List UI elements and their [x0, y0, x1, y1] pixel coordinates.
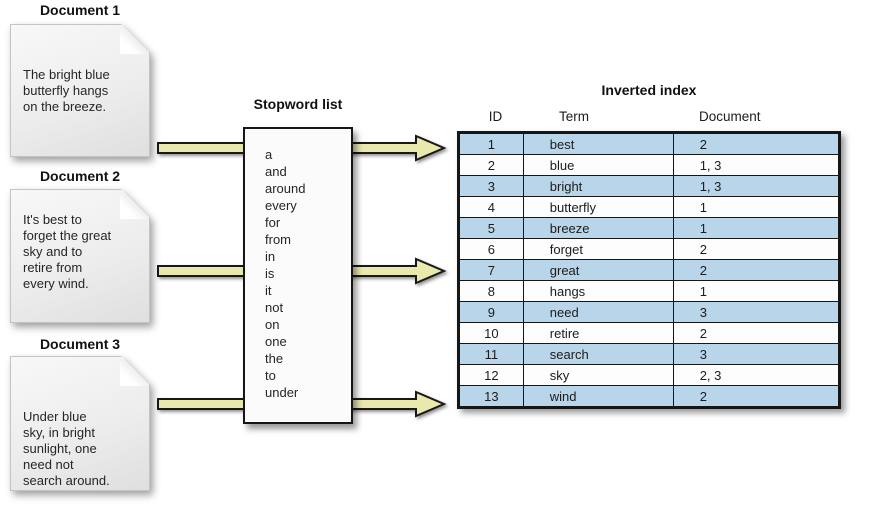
row-document: 2	[672, 259, 841, 281]
row-term: search	[522, 343, 674, 365]
row-term: forget	[522, 238, 674, 260]
stopword: in	[265, 249, 276, 264]
row-id: 11	[458, 343, 524, 365]
row-document: 1	[672, 196, 841, 218]
stopword: one	[265, 334, 287, 349]
document-3-text: Under blue sky, in bright sunlight, one …	[23, 409, 110, 488]
row-document: 2	[672, 132, 841, 155]
stopword-list-box: a and around every for from in is it not on one the t…	[243, 127, 353, 424]
stopword: not	[265, 300, 284, 315]
page-fold-corner-icon	[120, 25, 149, 54]
row-id: 9	[458, 301, 524, 323]
row-id: 8	[458, 280, 524, 302]
stopword: to	[265, 368, 276, 383]
row-term: butterfly	[522, 196, 674, 218]
document-2-page: It's best to forget the great sky and to…	[10, 189, 150, 323]
row-id: 13	[458, 385, 524, 408]
row-term: retire	[522, 322, 674, 344]
row-id: 1	[458, 132, 524, 155]
stopword: it	[265, 283, 272, 298]
stopword: is	[265, 266, 275, 281]
stopword: from	[265, 232, 291, 247]
row-id: 6	[458, 238, 524, 260]
row-id: 10	[458, 322, 524, 344]
stopword: around	[265, 181, 306, 196]
stopword: every	[265, 198, 297, 213]
row-document: 2	[672, 238, 841, 260]
row-document: 2, 3	[672, 364, 841, 386]
row-id: 2	[458, 154, 524, 176]
row-document: 2	[672, 385, 841, 408]
row-term: need	[522, 301, 674, 323]
page-icon: It's best to forget the great sky and to…	[10, 189, 150, 323]
row-term: great	[522, 259, 674, 281]
row-id: 4	[458, 196, 524, 218]
stopword: and	[265, 164, 287, 179]
column-header-term: Term	[559, 109, 589, 124]
stopword: a	[265, 147, 273, 162]
row-document: 2	[672, 322, 841, 344]
column-header-document: Document	[699, 109, 761, 124]
row-term: sky	[522, 364, 674, 386]
document-1-title: Document 1	[39, 2, 121, 18]
document-1-page: The bright blue butterfly hangs on the b…	[10, 24, 150, 157]
column-header-id: ID	[488, 109, 503, 124]
page-icon: Under blue sky, in bright sunlight, one …	[10, 356, 150, 491]
row-id: 5	[458, 217, 524, 239]
document-3-title: Document 3	[39, 336, 121, 352]
row-term: breeze	[522, 217, 674, 239]
row-document: 3	[672, 343, 841, 365]
row-term: bright	[522, 175, 674, 197]
row-document: 1	[672, 280, 841, 302]
row-id: 3	[458, 175, 524, 197]
stopword: under	[265, 385, 299, 400]
index-column-headers: ID Term Document	[457, 109, 761, 124]
page-fold-corner-icon	[120, 357, 149, 386]
stopword-list-title: Stopword list	[253, 96, 343, 112]
document-2-text: It's best to forget the great sky and to…	[23, 212, 112, 291]
row-term: best	[522, 132, 674, 155]
stopword: on	[265, 317, 280, 332]
row-term: blue	[522, 154, 674, 176]
page-icon: The bright blue butterfly hangs on the b…	[10, 24, 150, 157]
row-document: 1	[672, 217, 841, 239]
document-1-text: The bright blue butterfly hangs on the b…	[23, 67, 110, 114]
row-id: 12	[458, 364, 524, 386]
row-id: 7	[458, 259, 524, 281]
row-term: hangs	[522, 280, 674, 302]
document-2-title: Document 2	[39, 168, 121, 184]
stopword-words: a and around every for from in is it not on one the t…	[245, 129, 351, 401]
inverted-index-title: Inverted index	[601, 82, 697, 98]
row-term: wind	[522, 385, 674, 408]
document-3-page: Under blue sky, in bright sunlight, one …	[10, 356, 150, 491]
row-document: 1, 3	[672, 154, 841, 176]
stopword: for	[265, 215, 281, 230]
row-document: 3	[672, 301, 841, 323]
row-document: 1, 3	[672, 175, 841, 197]
stopword: the	[265, 351, 284, 366]
